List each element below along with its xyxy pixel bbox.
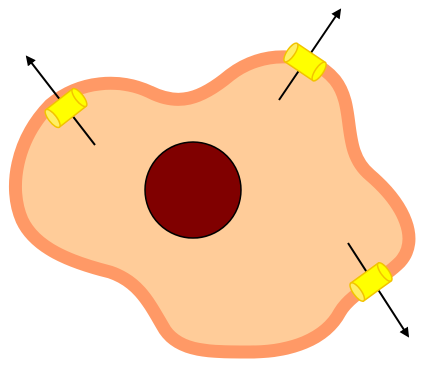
nucleus bbox=[145, 142, 241, 238]
